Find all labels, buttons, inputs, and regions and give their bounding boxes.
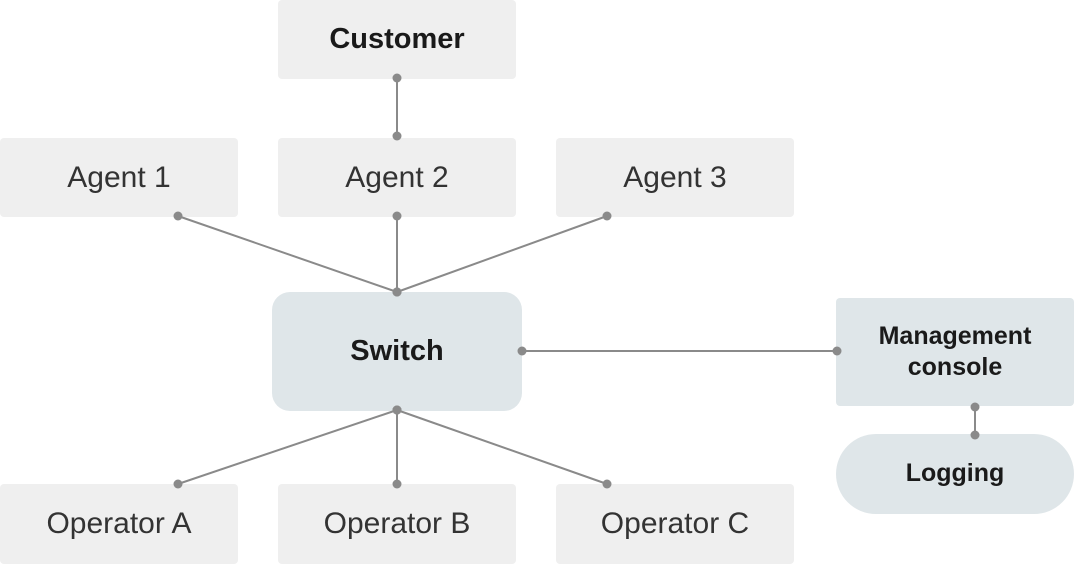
node-operator-a: Operator A <box>0 484 238 564</box>
node-customer: Customer <box>278 0 516 79</box>
node-operator-a-label: Operator A <box>46 507 192 541</box>
node-agent-3-label: Agent 3 <box>623 160 727 194</box>
node-logging-label: Logging <box>905 459 1005 488</box>
edge-customer-to-agent2 <box>392 73 402 141</box>
node-agent-1: Agent 1 <box>0 138 238 217</box>
node-operator-c-label: Operator C <box>600 507 750 541</box>
edge-switch-to-operator-a <box>173 405 402 489</box>
node-operator-b-label: Operator B <box>323 507 471 541</box>
connector-line <box>396 215 608 293</box>
connector-line <box>177 409 398 485</box>
node-customer-label: Customer <box>329 23 465 56</box>
node-logging: Logging <box>836 434 1074 514</box>
edge-switch-to-operator-c <box>392 405 612 489</box>
edge-agent1-to-switch <box>173 211 402 297</box>
node-agent-1-label: Agent 1 <box>67 160 171 194</box>
node-agent-2: Agent 2 <box>278 138 516 217</box>
node-management-console: Management console <box>836 298 1074 406</box>
node-agent-2-label: Agent 2 <box>345 160 449 194</box>
connector-line <box>177 215 398 293</box>
node-operator-c: Operator C <box>556 484 794 564</box>
node-management-console-label: Management console <box>878 321 1032 381</box>
node-switch-label: Switch <box>350 335 444 368</box>
edge-agent3-to-switch <box>392 211 612 297</box>
edge-switch-to-management-console <box>517 346 842 356</box>
edge-agent2-to-switch <box>392 211 402 297</box>
connector-line <box>396 409 608 485</box>
node-agent-3: Agent 3 <box>556 138 794 217</box>
edge-switch-to-operator-b <box>392 405 402 489</box>
node-operator-b: Operator B <box>278 484 516 564</box>
node-switch: Switch <box>272 292 522 411</box>
